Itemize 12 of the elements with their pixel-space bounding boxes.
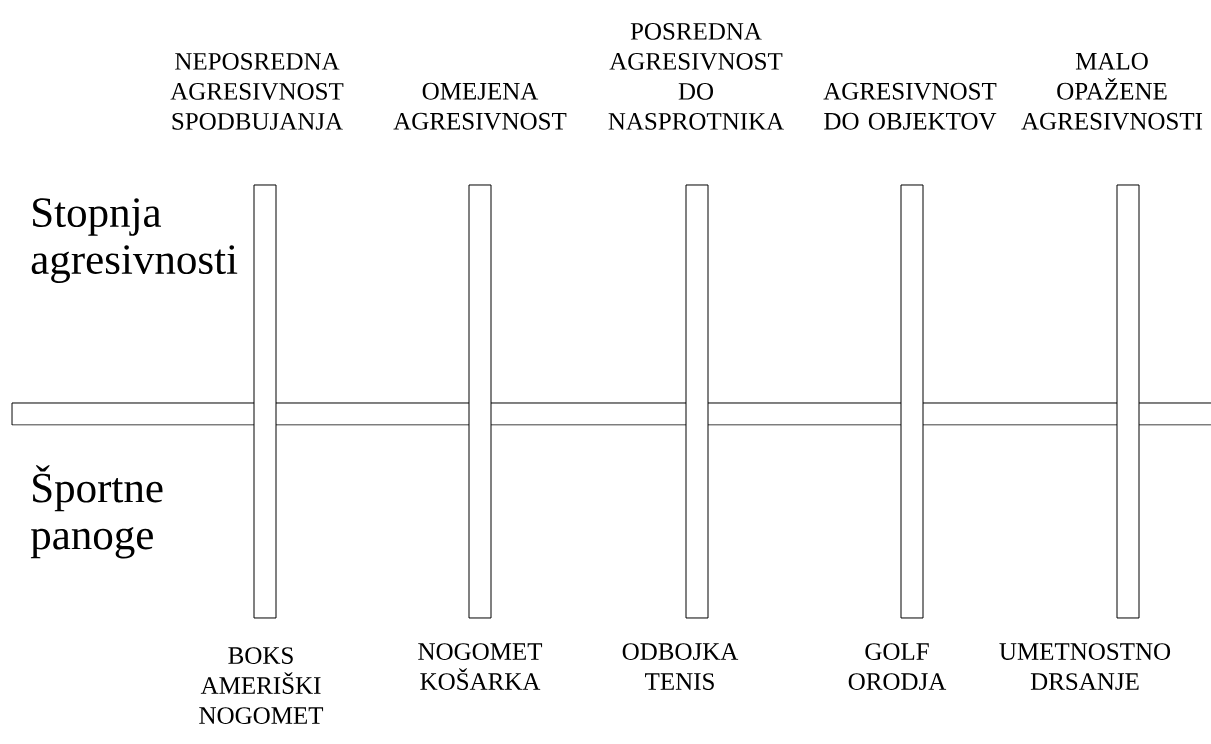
sport-label: UMETNOSTNO DRSANJE bbox=[999, 643, 1171, 690]
sport-label: GOLF ORODJA bbox=[848, 643, 947, 690]
heading-label: NEPOSREDNA AGRESIVNOST SPODBUJANJA bbox=[170, 53, 344, 130]
sport-label: NOGOMET KOŠARKA bbox=[418, 643, 543, 690]
heading-label: AGRESIVNOST DO OBJEKTOV bbox=[823, 82, 997, 130]
heading-label: POSREDNA AGRESIVNOST DO NASPROTNIKA bbox=[608, 23, 784, 130]
axis-label: Športne panoge bbox=[30, 465, 163, 559]
heading-label: MALO OPAŽENE AGRESIVNOSTI bbox=[1021, 52, 1203, 130]
axis-label: Stopnja agresivnosti bbox=[31, 198, 238, 283]
heading-label: OMEJENA AGRESIVNOST bbox=[393, 82, 567, 130]
sport-label: ODBOJKA TENIS bbox=[622, 643, 739, 690]
sport-label: BOKS AMERIŠKI NOGOMET bbox=[199, 647, 324, 724]
